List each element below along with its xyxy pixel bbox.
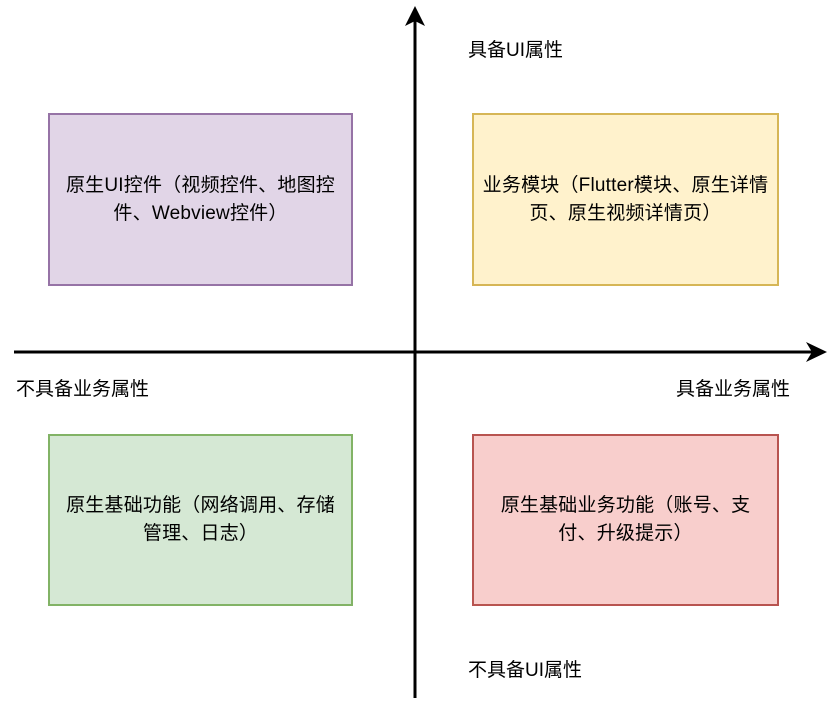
quadrant-label-top-right: 业务模块（Flutter模块、原生详情页、原生视频详情页） — [482, 174, 769, 224]
vertical-axis — [405, 6, 425, 698]
quadrant-box-bottom-left[interactable]: 原生基础功能（网络调用、存储管理、日志） — [48, 434, 353, 606]
quadrant-label-bottom-left: 原生基础功能（网络调用、存储管理、日志） — [66, 495, 335, 544]
quadrant-label-top-left: 原生UI控件（视频控件、地图控件、Webview控件） — [65, 174, 335, 224]
quadrant-box-top-left[interactable]: 原生UI控件（视频控件、地图控件、Webview控件） — [48, 113, 353, 286]
horizontal-axis — [14, 342, 827, 362]
axis-label-ui-positive: 具备UI属性 — [468, 40, 564, 61]
quadrant-box-top-right[interactable]: 业务模块（Flutter模块、原生详情页、原生视频详情页） — [472, 113, 779, 286]
axis-label-business-positive: 具备业务属性 — [676, 379, 791, 400]
quadrant-box-bottom-right[interactable]: 原生基础业务功能（账号、支付、升级提示） — [472, 434, 779, 606]
quadrant-label-bottom-right: 原生基础业务功能（账号、支付、升级提示） — [500, 495, 751, 544]
axis-label-ui-negative: 不具备UI属性 — [468, 660, 583, 681]
axis-label-business-negative: 不具备业务属性 — [16, 379, 150, 400]
